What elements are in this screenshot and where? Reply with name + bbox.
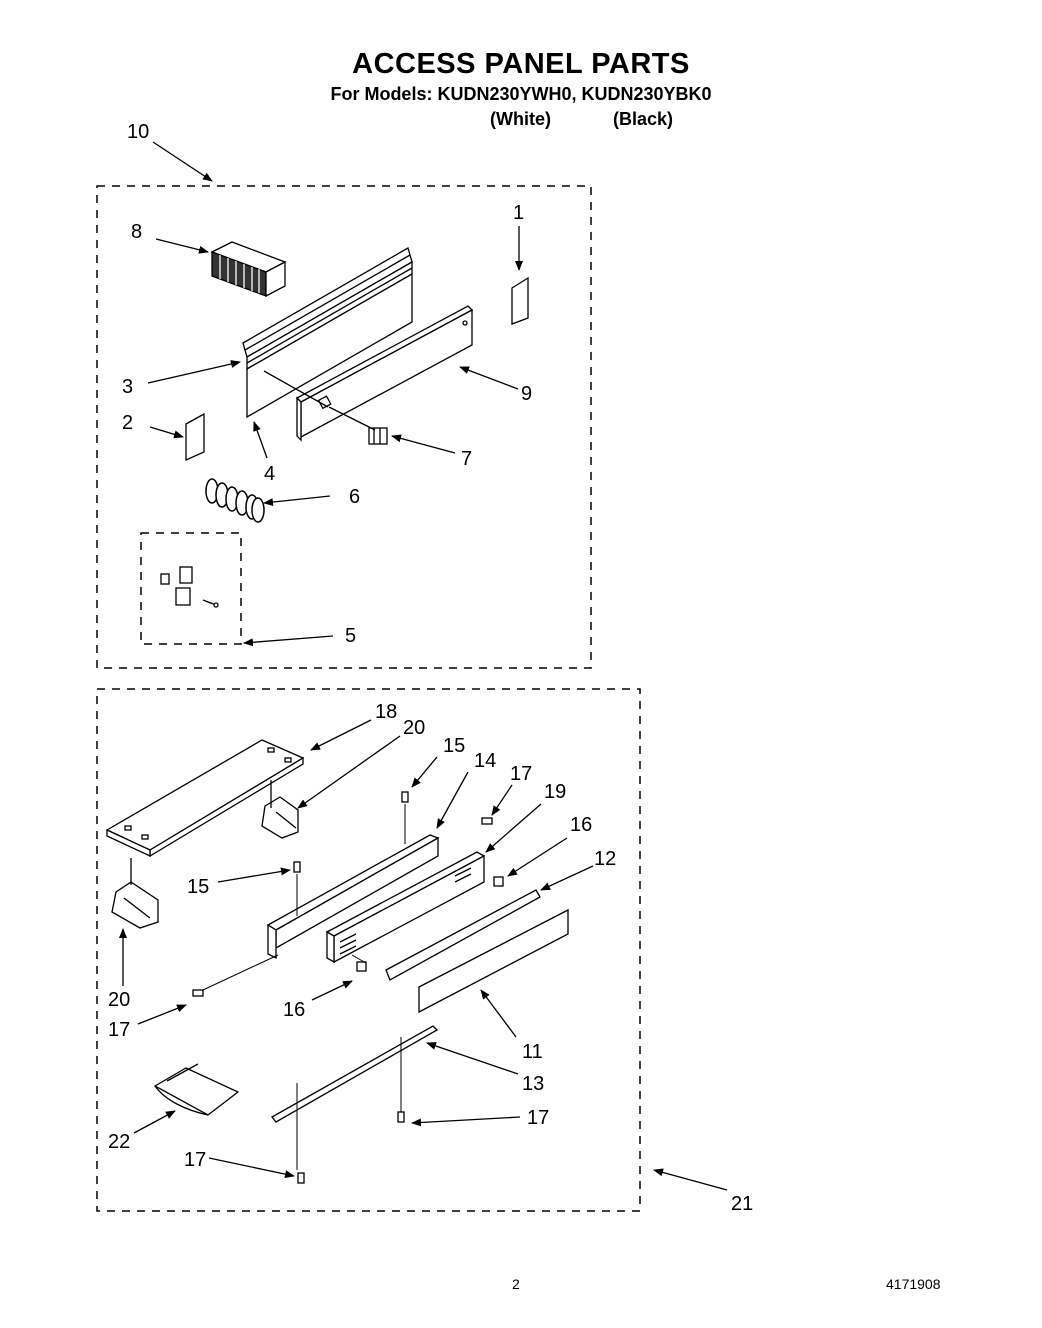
callout-labels: 10 8 1 3 9 2 7 4 6 5 18 20 15 14 17 19 1… — [108, 121, 753, 1215]
foam-block-part — [210, 241, 287, 298]
callout-17-left: 17 — [108, 1019, 130, 1041]
variant-black-label: (Black) — [613, 109, 674, 129]
callout-18: 18 — [375, 701, 397, 723]
callout-6: 6 — [349, 486, 360, 508]
bracket-part-20b — [111, 858, 159, 929]
callout-2: 2 — [122, 412, 133, 434]
bracket-part-7 — [368, 427, 388, 445]
trim-part — [325, 851, 486, 964]
callout-15-lower: 15 — [187, 876, 209, 898]
handle-kit-box — [140, 532, 242, 645]
pad-part — [153, 1063, 240, 1116]
callout-17-right: 17 — [527, 1107, 549, 1129]
lower-kit-box — [96, 688, 641, 1212]
callout-22: 22 — [108, 1131, 130, 1153]
callout-15-upper: 15 — [443, 735, 465, 757]
spring-part — [205, 478, 265, 523]
channel-part — [385, 889, 541, 981]
handle-hardware-part — [160, 566, 219, 608]
top-panel-part — [242, 247, 413, 419]
rail-part — [271, 1025, 439, 1123]
handle-part — [266, 834, 440, 960]
upper-leader-lines — [147, 141, 523, 647]
upper-kit-box — [96, 185, 592, 669]
callout-20-lower: 20 — [108, 989, 130, 1011]
page-title: ACCESS PANEL PARTS — [352, 48, 690, 80]
screw-parts — [192, 791, 504, 1184]
callout-7: 7 — [461, 448, 472, 470]
callout-17-upper: 17 — [510, 763, 532, 785]
callout-13: 13 — [522, 1073, 544, 1095]
callout-12: 12 — [594, 848, 616, 870]
callout-16-upper: 16 — [570, 814, 592, 836]
lower-leader-lines — [119, 719, 728, 1191]
callout-14: 14 — [474, 750, 496, 772]
callout-20-upper: 20 — [403, 717, 425, 739]
document-number: 4171908 — [886, 1276, 941, 1292]
callout-3: 3 — [122, 376, 133, 398]
callout-9: 9 — [521, 383, 532, 405]
page-number: 2 — [512, 1276, 520, 1292]
clip-part-1 — [511, 276, 529, 325]
callout-4: 4 — [264, 463, 275, 485]
callout-5: 5 — [345, 625, 356, 647]
callout-16-lower: 16 — [283, 999, 305, 1021]
callout-1: 1 — [513, 202, 524, 224]
callout-21: 21 — [731, 1193, 753, 1215]
callout-17-bottom: 17 — [184, 1149, 206, 1171]
models-subtitle: For Models: KUDN230YWH0, KUDN230YBK0 — [330, 84, 712, 104]
clip-part-2 — [185, 412, 205, 462]
callout-11: 11 — [522, 1041, 543, 1063]
callout-10: 10 — [127, 121, 149, 143]
callout-8: 8 — [131, 221, 142, 243]
strip-part — [418, 908, 569, 1014]
callout-19: 19 — [544, 781, 566, 803]
mounting-bar-part — [105, 739, 305, 858]
lower-panel-part — [295, 305, 474, 442]
bracket-part-20a — [261, 780, 299, 839]
variant-white-label: (White) — [490, 109, 551, 129]
